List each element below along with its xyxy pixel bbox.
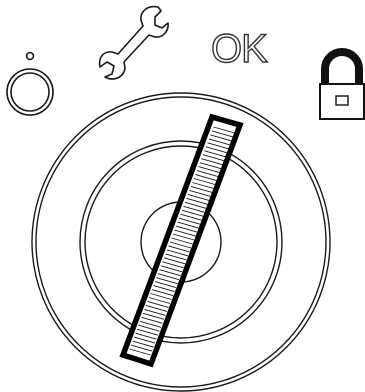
ok-label: OK xyxy=(211,27,268,71)
power-off-icon xyxy=(7,53,53,116)
wrench-icon xyxy=(100,7,168,79)
padlock-icon xyxy=(320,52,364,119)
